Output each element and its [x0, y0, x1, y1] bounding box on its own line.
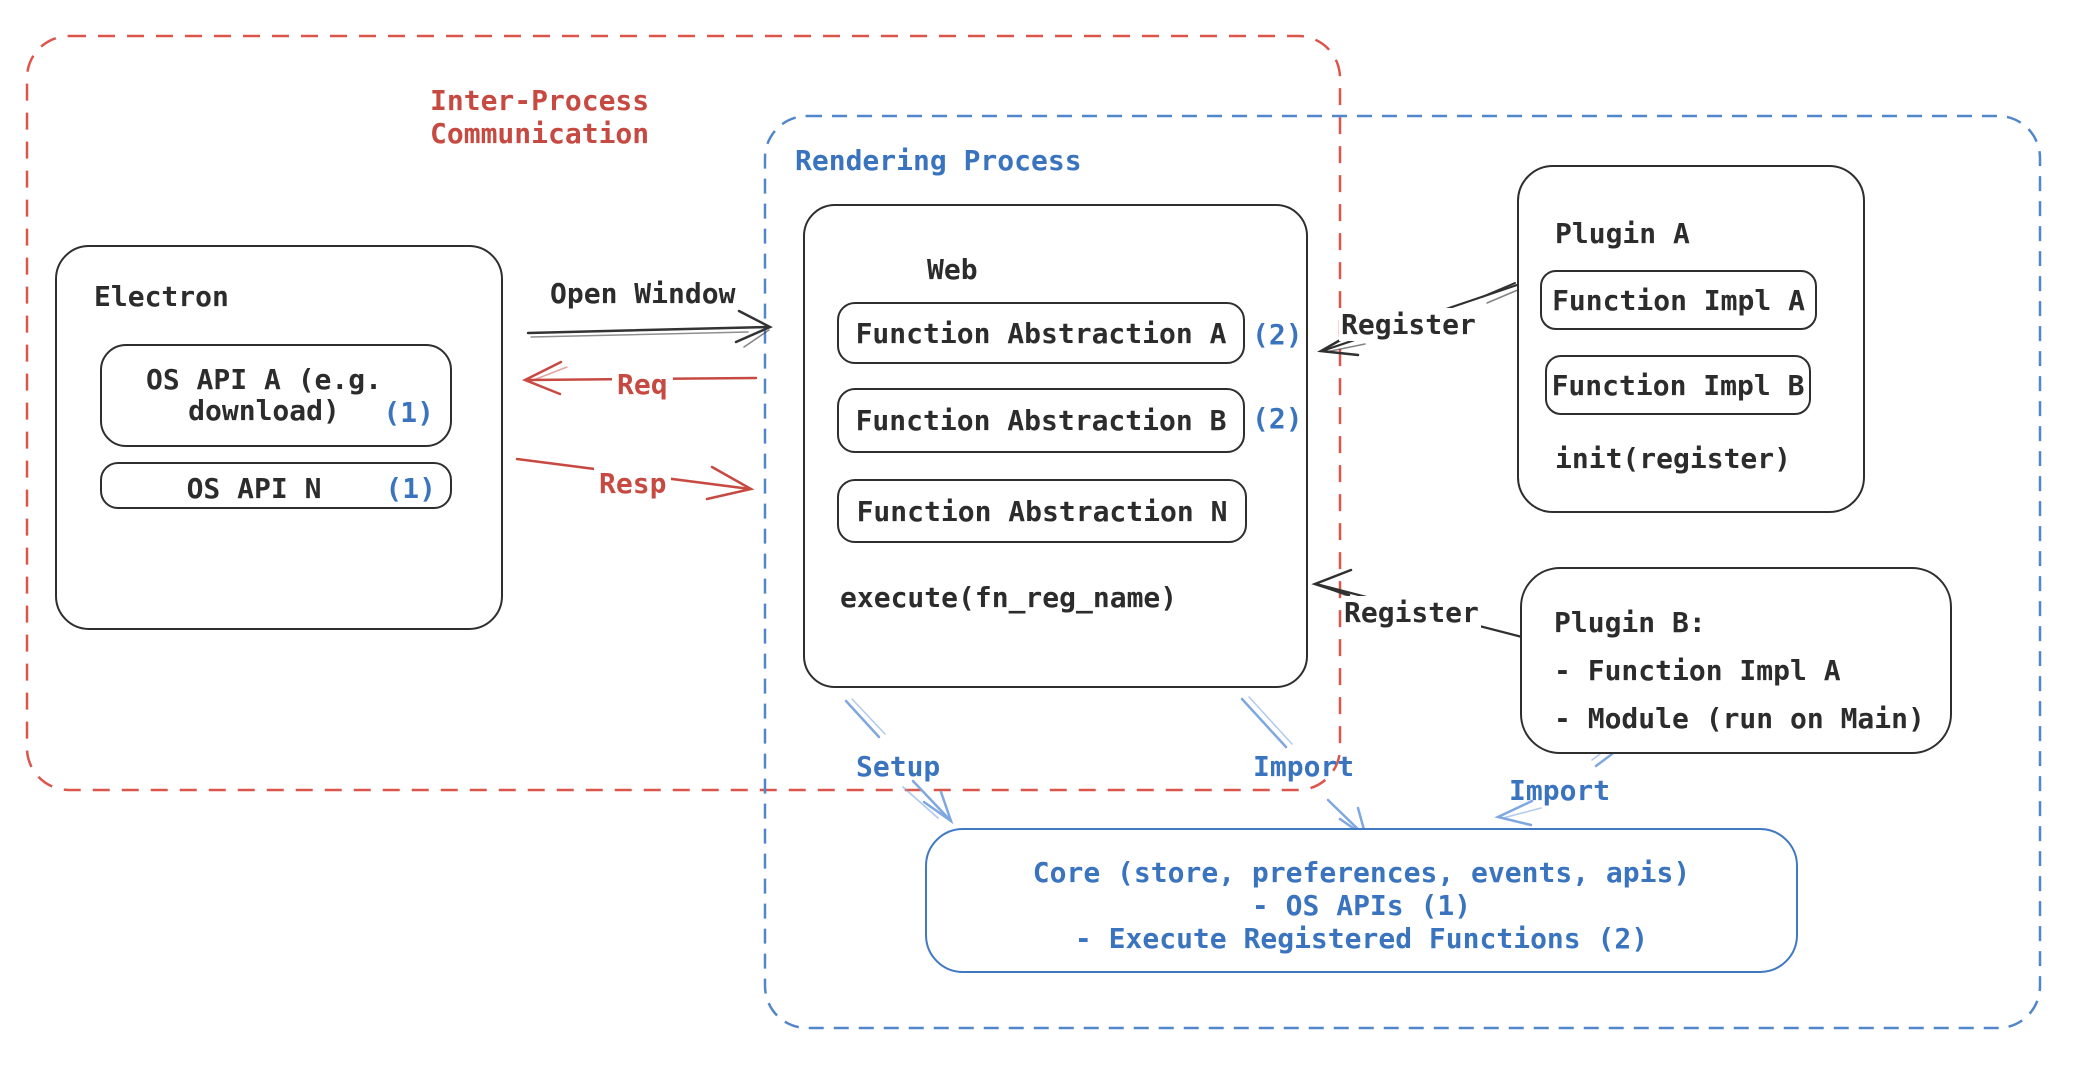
function-impl-b-box: Function Impl B	[1545, 355, 1811, 415]
os-api-a-ref: (1)	[383, 396, 434, 429]
open-window-arrow	[526, 309, 773, 348]
electron-box: Electron OS API A (e.g.download) (1) OS …	[55, 245, 503, 630]
req-arrow-label: Req	[612, 368, 673, 401]
web-box-title: Web	[927, 253, 978, 286]
os-api-n-label: OS API N	[186, 472, 322, 505]
rendering-process-region-label: Rendering Process	[795, 144, 1082, 177]
os-api-n-ref: (1)	[385, 472, 436, 505]
register-plugin-b-arrow-label: Register	[1342, 596, 1481, 629]
function-abstraction-n-box: Function Abstraction N	[837, 479, 1247, 543]
os-api-n-box: OS API N (1)	[100, 462, 452, 509]
plugin-a-title: Plugin A	[1555, 217, 1690, 250]
electron-box-title: Electron	[94, 280, 229, 313]
web-box: Web Function Abstraction A (2) Function …	[803, 204, 1308, 688]
import-web-core-arrow-label: Import	[1253, 750, 1355, 783]
import-plugin-b-core-arrow-label: Import	[1509, 774, 1611, 807]
register-plugin-a-arrow-label: Register	[1339, 308, 1478, 341]
function-abstraction-a-box: Function Abstraction A	[837, 302, 1245, 364]
os-api-a-box: OS API A (e.g.download) (1)	[100, 344, 452, 447]
plugin-b-box: Plugin B:- Function Impl A- Module (run …	[1520, 567, 1952, 754]
plugin-a-init-label: init(register)	[1555, 442, 1792, 475]
setup-arrow-label: Setup	[856, 750, 941, 783]
open-window-arrow-label: Open Window	[550, 277, 736, 310]
web-execute-label: execute(fn_reg_name)	[840, 581, 1178, 614]
resp-arrow-label: Resp	[594, 467, 672, 500]
function-abstraction-b-box: Function Abstraction B	[837, 388, 1245, 453]
os-api-a-label: OS API A (e.g.download)	[145, 363, 382, 427]
function-impl-a-box: Function Impl A	[1540, 270, 1817, 330]
core-box: Core (store, preferences, events, apis)-…	[925, 828, 1798, 973]
function-abstraction-b-ref: (2)	[1252, 402, 1303, 435]
core-box-content: Core (store, preferences, events, apis)-…	[1032, 856, 1691, 955]
function-abstraction-a-ref: (2)	[1252, 318, 1303, 351]
plugin-a-box: Plugin A Function Impl A Function Impl B…	[1517, 165, 1865, 513]
plugin-b-content: Plugin B:- Function Impl A- Module (run …	[1554, 606, 1925, 735]
